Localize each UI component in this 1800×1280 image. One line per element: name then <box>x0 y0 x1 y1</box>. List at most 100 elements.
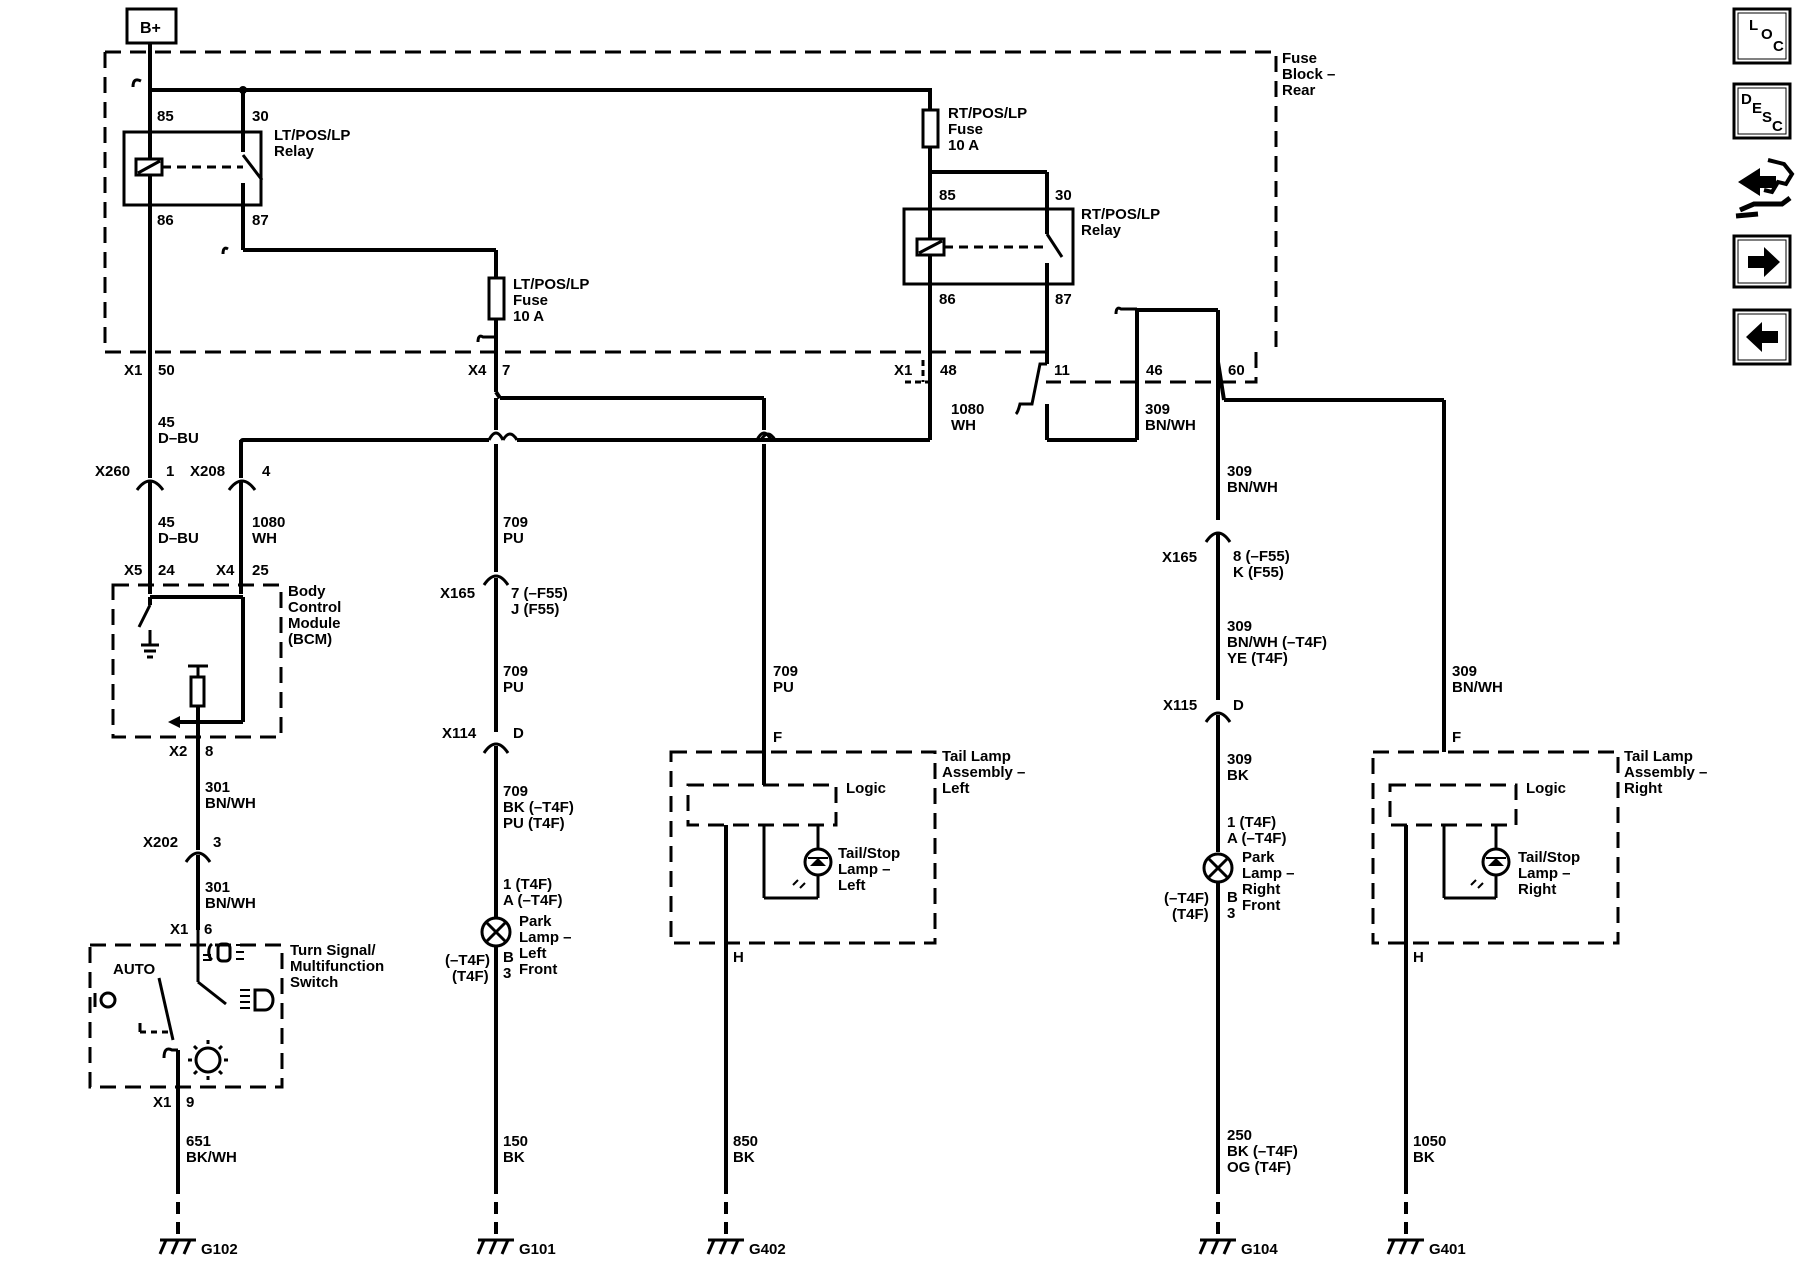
lt-pos-lp-relay: 85 30 86 87 LT/POS/LP Relay <box>122 108 350 250</box>
headlamp-switch-signal-circuit: 301 BN/WH X202 3 301 BN/WH X1 6 <box>143 745 256 938</box>
wire-850-2: BK <box>733 1149 755 1166</box>
park-left-label-1: Park <box>519 913 552 930</box>
conn-x202: X202 <box>143 834 178 851</box>
wire-301-b-2: BN/WH <box>205 895 256 912</box>
park-right-label-4: Front <box>1242 897 1280 914</box>
wire-309-e-2: BN/WH <box>1452 679 1503 696</box>
wire-250-1: 250 <box>1227 1127 1252 1144</box>
battery-label: B+ <box>140 20 161 37</box>
previous-page-button[interactable] <box>1732 308 1792 366</box>
relay-control-circuit: 45 D–BU X260 1 45 D–BU X5 24 1080 WH X20… <box>95 205 984 594</box>
desc-letter-d: D <box>1741 91 1752 108</box>
conn-x4-a: X4 <box>468 362 487 379</box>
wire-301-a-2: BN/WH <box>205 795 256 812</box>
wire-309-b-2: BN/WH <box>1227 479 1278 496</box>
conn-x1-c-pin: 6 <box>204 921 212 938</box>
conn-x260-pin: 1 <box>166 463 174 480</box>
switch-ground-circuit: 651 BK/WH <box>176 1100 237 1240</box>
connector-icon <box>1735 158 1795 219</box>
connector-button[interactable] <box>1735 158 1795 219</box>
conn-x5-pin: 24 <box>158 562 175 579</box>
conn-x114-pin: D <box>513 725 524 742</box>
tail-right-label-2: Assembly – <box>1624 764 1707 781</box>
wire-45-b-1: 45 <box>158 514 175 531</box>
lamp-bulb-icon <box>480 916 512 948</box>
conn-x1-d: X1 <box>153 1094 171 1111</box>
lt-fuse-label-1: LT/POS/LP <box>513 276 589 293</box>
wire-1080-b-2: WH <box>252 530 277 547</box>
park-lamp-left-front: 1 (T4F) A (–T4F) Park Lamp – Left Front … <box>445 876 572 1240</box>
wire-45-b-2: D–BU <box>158 530 199 547</box>
wire-250-3: OG (T4F) <box>1227 1159 1291 1176</box>
park-left-pin-top-1: 1 (T4F) <box>503 876 552 893</box>
battery-positive-terminal: B+ <box>125 7 178 90</box>
park-left-cond-1: (–T4F) <box>445 952 490 969</box>
conn-x260: X260 <box>95 463 130 480</box>
park-right-label-2: Lamp – <box>1242 865 1295 882</box>
tail-right-lamp-3: Right <box>1518 881 1556 898</box>
tail-left-logic: Logic <box>846 780 886 797</box>
led-lamp-icon <box>792 847 833 898</box>
conn-x115-pin: D <box>1233 697 1244 714</box>
conn-x1-c: X1 <box>170 921 188 938</box>
wire-709-c-2: BK (–T4F) <box>503 799 574 816</box>
tail-right-lamp-2: Lamp – <box>1518 865 1571 882</box>
tail-lamp-assembly-right: 309 BN/WH F Tail Lamp Assembly – Right L… <box>1371 663 1707 1240</box>
wire-250-2: BK (–T4F) <box>1227 1143 1298 1160</box>
pin-48: 48 <box>940 362 957 379</box>
conn-x4-b-pin: 25 <box>252 562 269 579</box>
lt-relay-pin-85: 85 <box>157 108 174 125</box>
wire-1080-a-2: WH <box>951 417 976 434</box>
rt-relay-label-2: Relay <box>1081 222 1122 239</box>
fuse-block-label-1: Fuse <box>1282 50 1317 67</box>
description-button[interactable]: D E S C <box>1732 82 1792 140</box>
fuse-block-connectors: X1 50 X4 7 X1 48 11 46 60 <box>124 360 1245 384</box>
conn-x5: X5 <box>124 562 142 579</box>
rt-relay-pin-87: 87 <box>1055 291 1072 308</box>
body-control-module: Body Control Module (BCM) X2 8 <box>111 583 341 760</box>
rt-relay-label-1: RT/POS/LP <box>1081 206 1160 223</box>
ground-g101: G101 <box>476 1238 556 1258</box>
wire-1080-b-1: 1080 <box>252 514 285 531</box>
bcm-label-4: (BCM) <box>288 631 332 648</box>
wire-709-c-3: PU (T4F) <box>503 815 565 832</box>
loc-letter-c: C <box>1773 38 1784 55</box>
conn-x165-l: X165 <box>440 585 475 602</box>
arrow-left-icon <box>1746 322 1778 352</box>
park-right-pin-bottom-1: B <box>1227 889 1238 906</box>
left-park-lamp-supply: 709 PU X165 7 (–F55) J (F55) 709 PU X114… <box>440 340 798 918</box>
wire-309-a-1: 309 <box>1145 401 1170 418</box>
tail-right-lamp-1: Tail/Stop <box>1518 849 1580 866</box>
wire-651-2: BK/WH <box>186 1149 237 1166</box>
conn-x165-l-pin-2: J (F55) <box>511 601 559 618</box>
rt-relay-pin-85: 85 <box>939 187 956 204</box>
lt-fuse-label-3: 10 A <box>513 308 544 325</box>
conn-x2: X2 <box>169 743 187 760</box>
wire-709-d-1: 709 <box>773 663 798 680</box>
fuse-block-rear: Fuse Block – Rear <box>103 50 1335 384</box>
tail-left-label-1: Tail Lamp <box>942 748 1011 765</box>
ground-g102: G102 <box>158 1238 238 1258</box>
headlamp-low-beam-icon <box>203 942 244 963</box>
lt-relay-pin-86: 86 <box>157 212 174 229</box>
wire-150-2: BK <box>503 1149 525 1166</box>
wire-709-a-2: PU <box>503 530 524 547</box>
conn-x208-pin: 4 <box>262 463 271 480</box>
pin-7: 7 <box>502 362 510 379</box>
fused-b-plus-bus <box>131 78 932 132</box>
tail-left-lamp-3: Left <box>838 877 866 894</box>
park-right-cond-2: (T4F) <box>1172 906 1209 923</box>
park-left-label-4: Front <box>519 961 557 978</box>
location-button[interactable]: L O C <box>1732 7 1792 65</box>
pin-50: 50 <box>158 362 175 379</box>
park-lamp-right-front: 1 (T4F) A (–T4F) Park Lamp – Right Front… <box>1164 814 1298 1240</box>
next-page-button[interactable] <box>1732 234 1792 289</box>
wire-709-a-1: 709 <box>503 514 528 531</box>
ground-g401: G401 <box>1386 1238 1466 1258</box>
bcm-label-2: Control <box>288 599 341 616</box>
park-left-pin-top-2: A (–T4F) <box>503 892 562 909</box>
wire-1050-2: BK <box>1413 1149 1435 1166</box>
lt-fuse-label-2: Fuse <box>513 292 548 309</box>
park-right-label-3: Right <box>1242 881 1280 898</box>
